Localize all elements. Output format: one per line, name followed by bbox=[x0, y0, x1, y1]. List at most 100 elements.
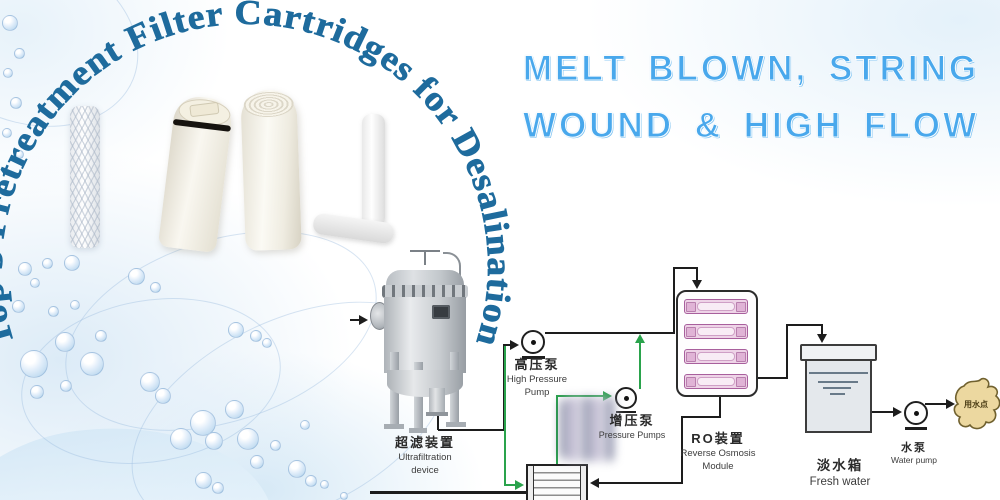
membrane-end-cap bbox=[686, 301, 696, 312]
pipe-segment bbox=[682, 416, 721, 418]
water-level-line bbox=[818, 381, 858, 383]
bubble bbox=[12, 300, 25, 313]
pump-base bbox=[522, 356, 545, 359]
bubble bbox=[48, 306, 59, 317]
bubble bbox=[237, 428, 259, 450]
ro-membrane-element bbox=[684, 324, 748, 339]
water-use-point-label: 用水点 bbox=[963, 399, 988, 409]
bubble bbox=[250, 330, 262, 342]
pipe-segment bbox=[673, 268, 675, 334]
bubble bbox=[3, 68, 13, 78]
uf-tank-top-pipe bbox=[443, 252, 461, 280]
bubble bbox=[20, 350, 48, 378]
bubble bbox=[212, 482, 224, 494]
flow-arrow-head bbox=[635, 334, 645, 343]
water-level-line bbox=[830, 393, 845, 395]
fresh-water-tank-label-zh: 淡水箱 bbox=[816, 458, 864, 473]
high-pressure-pump-icon bbox=[521, 330, 545, 354]
flow-arrow-head bbox=[817, 334, 827, 343]
subtitle-line-2: WOUND & HIGH FLOW bbox=[522, 105, 980, 145]
bubble bbox=[14, 48, 25, 59]
erd-end-cap bbox=[528, 466, 534, 500]
pipe-segment bbox=[503, 344, 513, 346]
bubble bbox=[228, 322, 244, 338]
pipe-segment bbox=[925, 403, 947, 405]
pipe-segment bbox=[438, 429, 505, 431]
recovery-pipe-segment bbox=[504, 346, 506, 486]
pipe-segment bbox=[370, 491, 528, 494]
ro-membrane-element bbox=[684, 349, 748, 364]
bubble bbox=[262, 338, 272, 348]
bubble bbox=[225, 400, 244, 419]
flow-arrow-head bbox=[515, 480, 524, 490]
subtitle-line-1: MELT BLOWN, STRING bbox=[522, 48, 980, 88]
ultrafiltration-label-en: Ultrafiltration bbox=[398, 452, 452, 463]
bubble bbox=[170, 428, 192, 450]
bubble bbox=[270, 440, 281, 451]
bubble bbox=[30, 278, 40, 288]
ro-module-label-en: Reverse Osmosis bbox=[680, 448, 756, 459]
membrane-end-cap bbox=[686, 351, 696, 362]
bubble bbox=[300, 420, 310, 430]
high-flow-ridged-top bbox=[243, 91, 295, 118]
ultrafiltration-label-zh: 超滤装置 bbox=[394, 435, 455, 450]
bubble bbox=[305, 475, 317, 487]
booster-pump-label-zh: 增压泵 bbox=[609, 413, 655, 428]
water-pump-icon bbox=[904, 401, 928, 425]
pipe-segment bbox=[719, 396, 721, 418]
booster-pump-label-en: Pressure Pumps bbox=[598, 430, 666, 440]
bubble bbox=[64, 255, 80, 271]
membrane-center bbox=[697, 302, 735, 311]
pipe-segment bbox=[757, 377, 788, 379]
pipe-segment bbox=[350, 319, 364, 321]
booster-pump-icon bbox=[615, 387, 637, 409]
membrane-center bbox=[697, 327, 735, 336]
water-level-line bbox=[823, 387, 851, 389]
uf-tank-bottom-nozzle bbox=[429, 388, 445, 414]
blurred-watermark bbox=[561, 397, 616, 461]
pipe-segment bbox=[673, 267, 698, 269]
flow-arrow-head bbox=[359, 315, 368, 325]
booster-pump-label: 增压泵 Pressure Pumps bbox=[594, 412, 670, 442]
ro-membrane-element bbox=[684, 374, 748, 389]
pipe-segment bbox=[786, 325, 788, 379]
membrane-end-cap bbox=[736, 301, 746, 312]
membrane-center bbox=[697, 352, 735, 361]
bubble bbox=[150, 282, 161, 293]
uf-tank-foot bbox=[409, 428, 427, 433]
flow-arrow-head bbox=[692, 280, 702, 289]
fresh-water-tank-label: 淡水箱 Fresh water bbox=[802, 457, 878, 490]
high-pressure-pump-label-en: Pump bbox=[524, 387, 550, 398]
melt-blown-standing-cartridge bbox=[362, 114, 385, 227]
uf-tank-nozzle-flange bbox=[426, 412, 448, 416]
recovery-pipe-segment bbox=[556, 396, 558, 466]
ro-module bbox=[676, 290, 758, 397]
uf-tank-bottom-dish bbox=[387, 370, 463, 397]
recovery-pipe-segment bbox=[556, 395, 605, 397]
membrane-end-cap bbox=[736, 376, 746, 387]
high-flow-right-cartridge bbox=[240, 89, 302, 251]
pipe-segment bbox=[437, 414, 439, 430]
bubble bbox=[320, 480, 329, 489]
bubble bbox=[250, 455, 264, 469]
uf-tank-handle bbox=[424, 251, 426, 265]
membrane-end-cap bbox=[736, 351, 746, 362]
bubble bbox=[80, 352, 104, 376]
bubble bbox=[140, 372, 160, 392]
ultrafiltration-label-en: device bbox=[411, 465, 439, 476]
flow-arrow-head bbox=[946, 399, 955, 409]
bubble bbox=[10, 97, 22, 109]
bubble bbox=[190, 410, 216, 436]
bubble bbox=[205, 432, 223, 450]
string-wound-cartridge-image bbox=[70, 106, 100, 248]
fresh-water-tank-label-en: Fresh water bbox=[809, 476, 871, 488]
blob-shape bbox=[953, 377, 1000, 430]
bubble bbox=[155, 388, 171, 404]
pipe-segment bbox=[696, 267, 698, 282]
uf-tank-lid bbox=[386, 270, 464, 286]
high-pressure-pump-label-zh: 高压泵 bbox=[514, 357, 560, 372]
bubble bbox=[288, 460, 306, 478]
water-use-point-blob: 用水点 bbox=[953, 377, 1000, 430]
bubble bbox=[340, 492, 348, 500]
